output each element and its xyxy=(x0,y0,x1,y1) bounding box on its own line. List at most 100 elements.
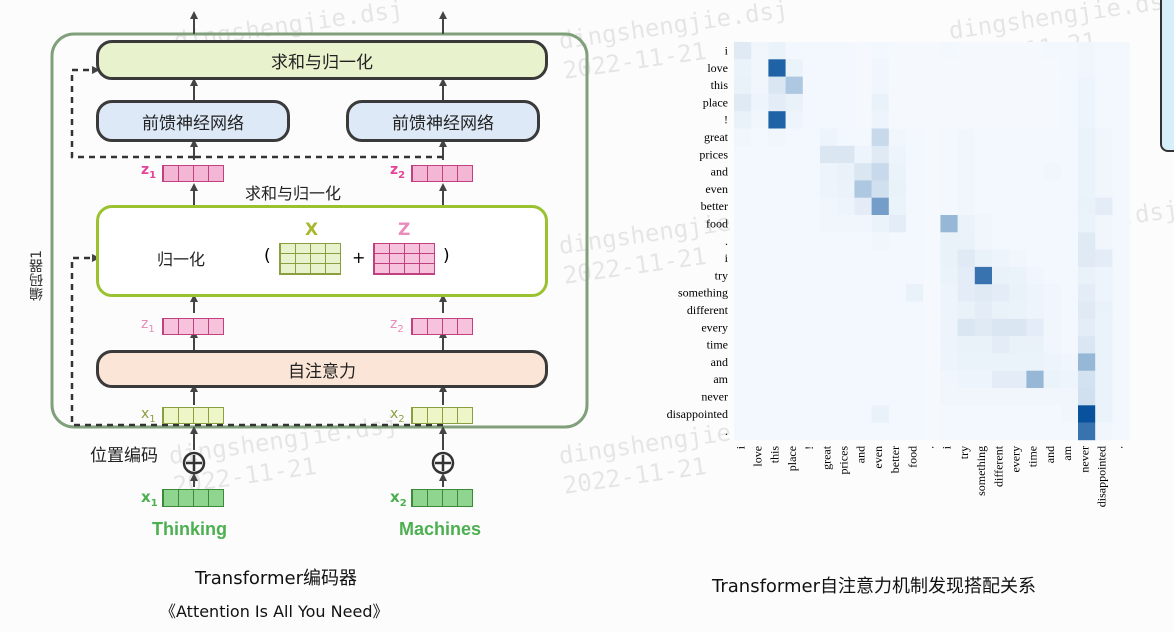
heatmap-cell xyxy=(1043,111,1062,129)
heatmap-cell xyxy=(854,405,872,423)
heatmap-cell xyxy=(871,59,890,77)
heatmap-cell xyxy=(974,370,993,389)
heatmap-cell xyxy=(734,422,752,441)
heatmap-cell xyxy=(1095,59,1113,77)
heatmap-cell xyxy=(854,336,872,354)
heatmap-cell xyxy=(992,232,1010,250)
heatmap-cell xyxy=(871,336,890,354)
heatmap-cell xyxy=(734,301,752,320)
col-label: prices xyxy=(837,446,851,475)
row-label: food xyxy=(706,216,728,230)
heatmap-cell xyxy=(854,59,872,77)
heatmap-cell xyxy=(1112,353,1130,371)
row-label: disappointed xyxy=(667,407,728,421)
heatmap-cell xyxy=(957,405,976,423)
col-label: food xyxy=(905,446,919,468)
heatmap-cell xyxy=(802,301,821,320)
heatmap-cell xyxy=(837,180,855,198)
heatmap-cell xyxy=(888,301,907,320)
heatmap-cell xyxy=(854,370,872,389)
heatmap-cell xyxy=(1043,93,1062,112)
heatmap-cell xyxy=(1060,145,1079,164)
heatmap-cell xyxy=(734,232,752,250)
heatmap-cell xyxy=(1026,318,1044,337)
heatmap-cell xyxy=(751,76,769,95)
heatmap-cell xyxy=(785,42,804,60)
row-label: i xyxy=(725,251,729,265)
heatmap-cell xyxy=(888,197,907,216)
pos-encoding-label: 位置编码 xyxy=(90,446,158,466)
row-label: love xyxy=(707,61,728,75)
heatmap-cell xyxy=(1026,128,1044,147)
add-norm-mid-label: 求和与归一化 xyxy=(245,184,342,203)
heatmap-cell xyxy=(940,145,958,164)
heatmap-cell xyxy=(923,42,941,60)
heatmap-cell xyxy=(923,197,941,216)
heatmap-cell xyxy=(1095,318,1113,337)
z2-top-label: z2 xyxy=(390,162,406,181)
heatmap-cell xyxy=(820,301,838,320)
heatmap-cell xyxy=(871,266,890,285)
heatmap-cell xyxy=(1060,266,1079,285)
heatmap-cell xyxy=(923,336,941,354)
heatmap-cell xyxy=(1060,197,1079,216)
heatmap-cell xyxy=(974,59,993,77)
heatmap-cell xyxy=(1043,388,1062,406)
heatmap-cell xyxy=(785,353,804,371)
heatmap-cell xyxy=(1112,59,1130,77)
heatmap-cell xyxy=(906,232,924,250)
heatmap-cell xyxy=(820,370,838,389)
heatmap-cell xyxy=(957,76,976,95)
heatmap-cell xyxy=(992,370,1010,389)
heatmap-cell xyxy=(768,145,786,164)
row-label: place xyxy=(703,95,728,109)
heatmap-cell xyxy=(1095,232,1113,250)
heatmap-cell xyxy=(768,59,786,77)
heatmap-cell xyxy=(906,145,924,164)
heatmap-cell xyxy=(906,163,924,181)
heatmap-cell xyxy=(837,145,855,164)
heatmap-cell xyxy=(820,197,838,216)
heatmap-cell xyxy=(1060,370,1079,389)
heatmap-cell xyxy=(751,180,769,198)
heatmap-cell xyxy=(923,370,941,389)
heatmap-cell xyxy=(957,215,976,233)
col-label: every xyxy=(1009,446,1023,473)
heatmap-cell xyxy=(785,59,804,77)
heatmap-cell xyxy=(854,128,872,147)
heatmap-cell xyxy=(906,284,924,302)
heatmap-cell xyxy=(1043,145,1062,164)
z-matrix xyxy=(373,243,435,275)
heatmap-cell xyxy=(906,422,924,441)
heatmap-cell xyxy=(768,128,786,147)
heatmap-cell xyxy=(1043,405,1062,423)
row-label: . xyxy=(725,234,728,248)
heatmap-cell xyxy=(923,93,941,112)
heatmap-cell xyxy=(802,388,821,406)
heatmap-cell xyxy=(837,232,855,250)
heatmap-cell xyxy=(871,353,890,371)
heatmap-cell xyxy=(1009,111,1027,129)
attention-heatmap: ilovethisplace!greatpricesandevenbetterf… xyxy=(667,42,1130,507)
ffn-right-block: 前馈神经网络 xyxy=(346,100,540,142)
heatmap-cell xyxy=(1060,180,1079,198)
heatmap-cell xyxy=(802,284,821,302)
heatmap-cell xyxy=(1026,249,1044,268)
heatmap-cell xyxy=(923,318,941,337)
heatmap-cell xyxy=(785,301,804,320)
heatmap-cell xyxy=(888,215,907,233)
heatmap-cell xyxy=(1060,76,1079,95)
heatmap-cell xyxy=(768,249,786,268)
heatmap-cell xyxy=(974,249,993,268)
heatmap-cell xyxy=(974,93,993,112)
heatmap-cell xyxy=(906,301,924,320)
heatmap-cell xyxy=(854,301,872,320)
heatmap-cell xyxy=(1078,353,1096,371)
plus-sign: + xyxy=(352,248,366,267)
heatmap-cell xyxy=(1060,405,1079,423)
heatmap-cell xyxy=(974,318,993,337)
heatmap-cell xyxy=(923,422,941,441)
row-label: this xyxy=(711,78,729,92)
heatmap-cell xyxy=(871,249,890,268)
heatmap-cell xyxy=(837,422,855,441)
